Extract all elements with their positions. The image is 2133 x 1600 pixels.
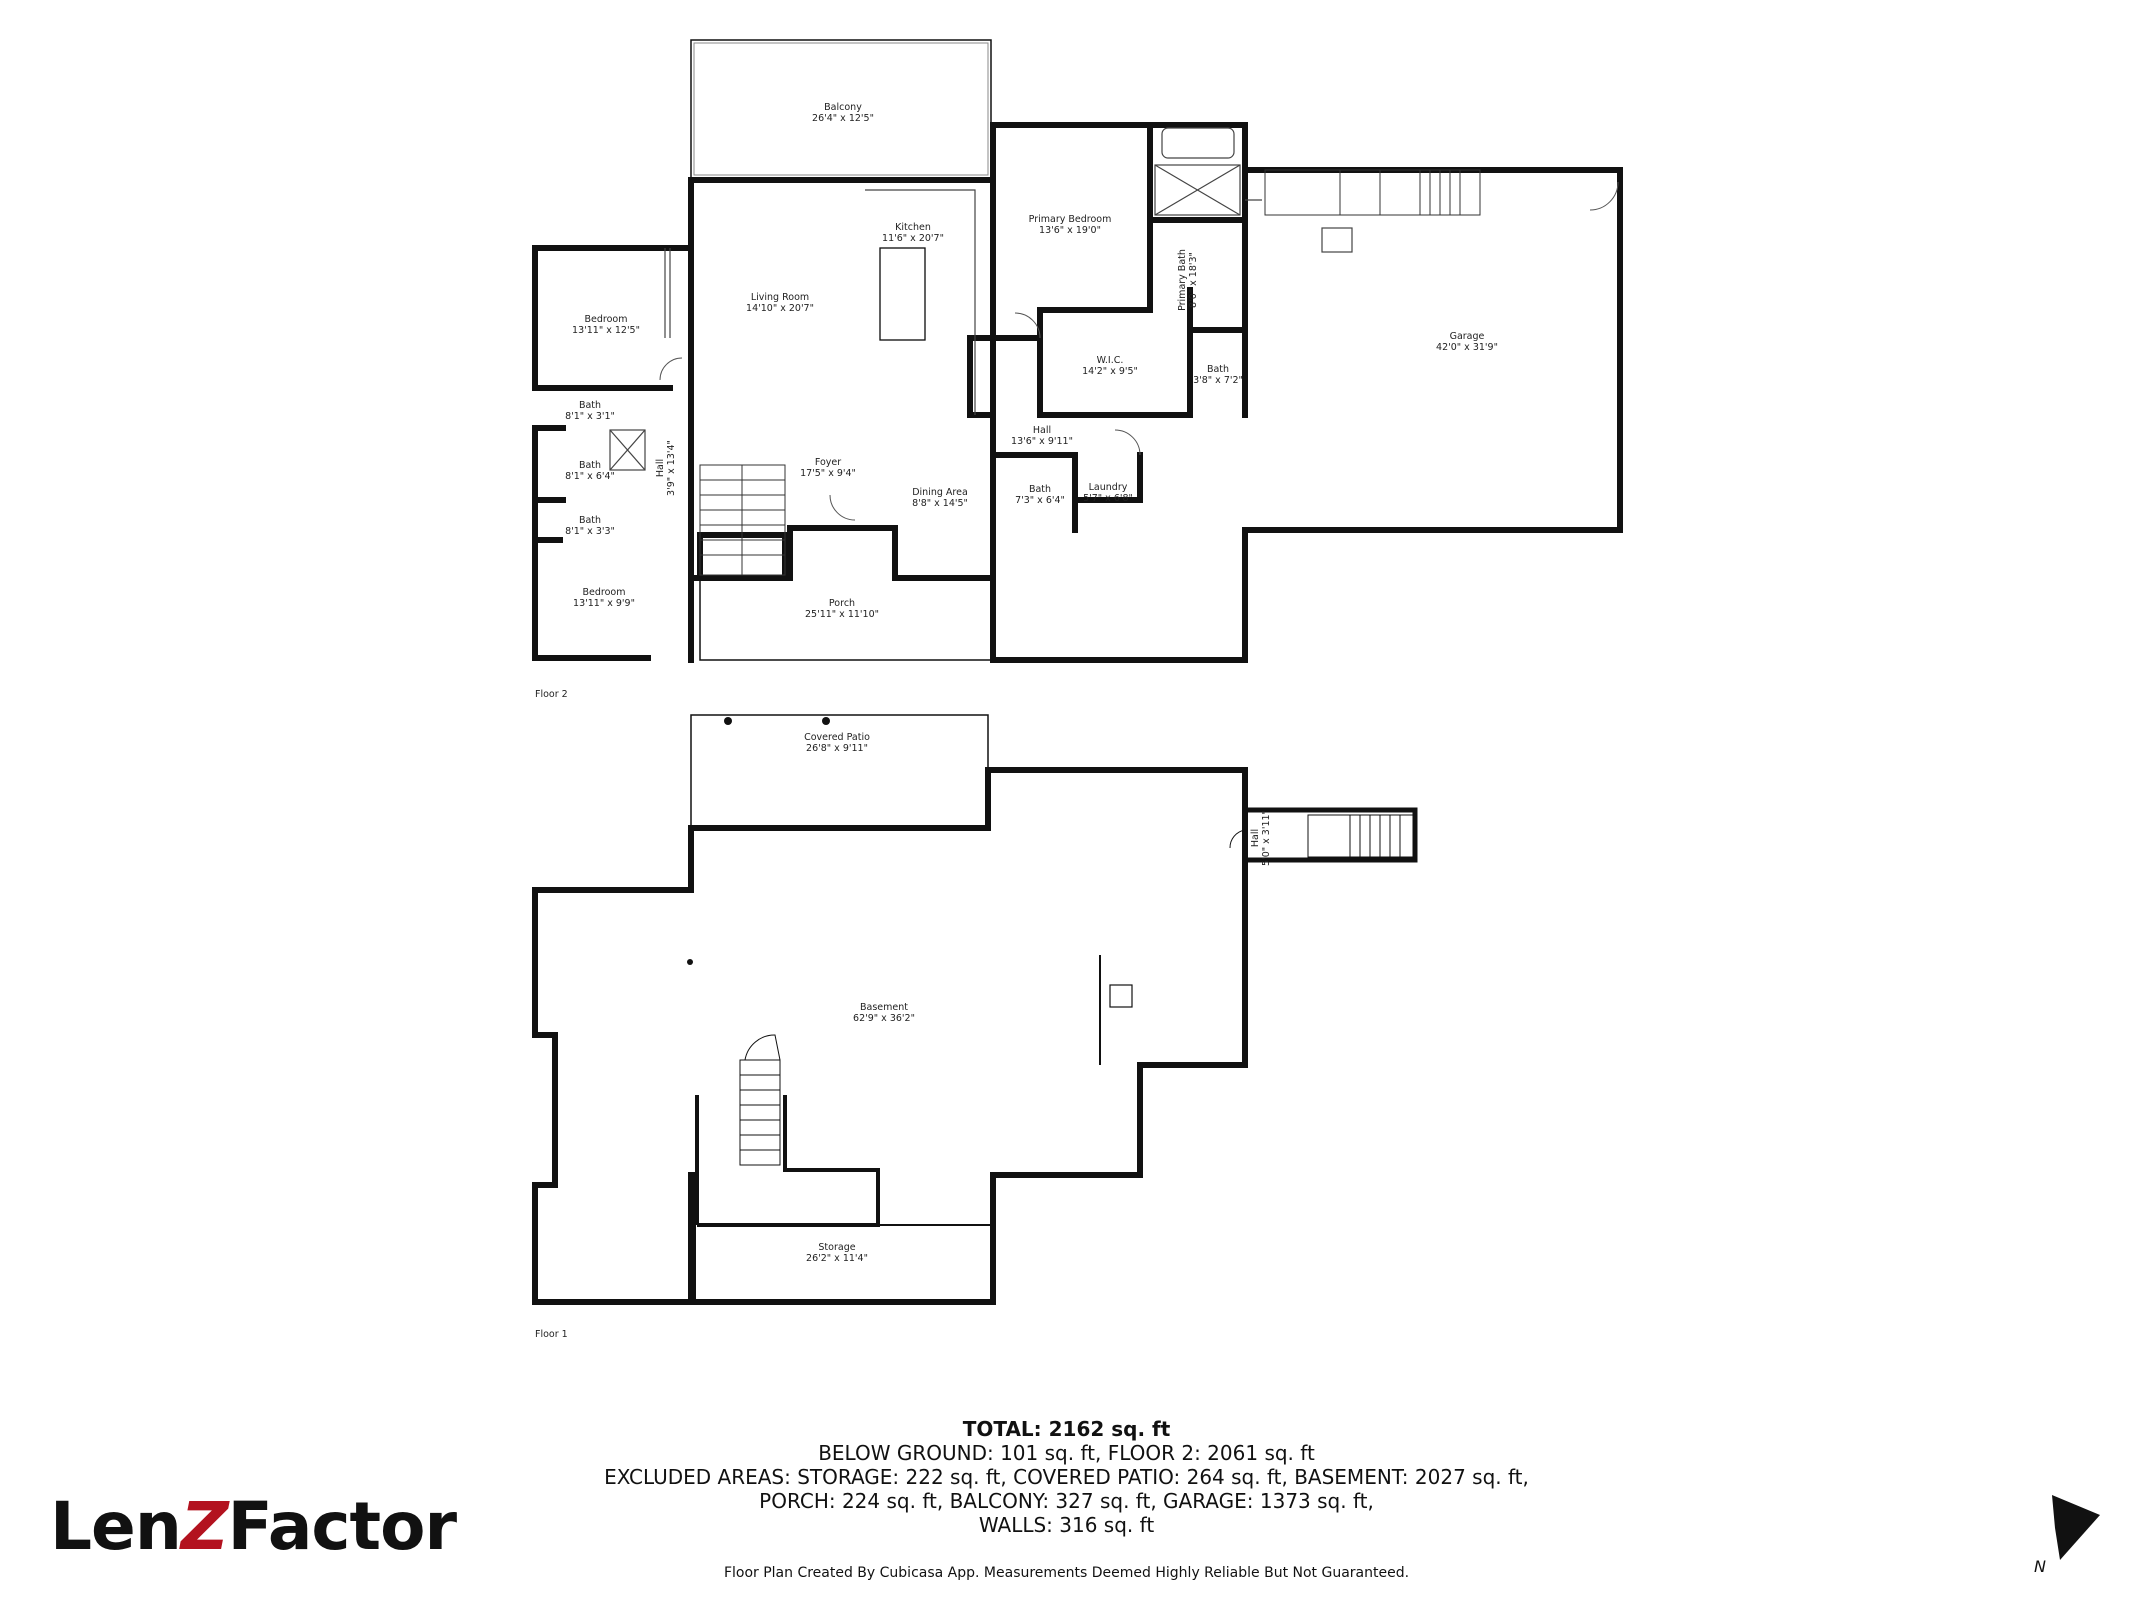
room-dims-bath-small: 3'8" x 7'2"	[1193, 375, 1243, 386]
room-name-hall-side: Hall	[655, 459, 666, 477]
room-dims-bath-1: 8'1" x 3'1"	[565, 411, 615, 422]
floor-2-labels: Balcony 26'4" x 12'5" Kitchen 11'6" x 20…	[535, 102, 1498, 700]
room-dims-basement: 62'9" x 36'2"	[853, 1013, 915, 1024]
floor-1-plan	[532, 714, 1418, 1305]
room-name-bath-2: Bath	[579, 460, 601, 471]
room-name-living-room: Living Room	[751, 292, 809, 303]
room-name-kitchen: Kitchen	[895, 222, 931, 233]
room-dims-bath-3: 7'3" x 6'4"	[1015, 495, 1065, 506]
room-dims-storage: 26'2" x 11'4"	[806, 1253, 868, 1264]
room-name-porch: Porch	[829, 598, 855, 609]
room-dims-hall-side: 3'9" x 13'4"	[666, 440, 677, 496]
room-name-storage: Storage	[818, 1242, 855, 1253]
room-dims-foyer: 17'5" x 9'4"	[800, 468, 856, 479]
summary-line-3: PORCH: 224 sq. ft, BALCONY: 327 sq. ft, …	[759, 1489, 1374, 1513]
room-dims-bath-4: 8'1" x 3'3"	[565, 526, 615, 537]
room-name-bedroom-2: Bedroom	[583, 587, 626, 598]
total-area: TOTAL: 2162 sq. ft	[962, 1417, 1171, 1441]
room-dims-hall-main: 13'6" x 9'11"	[1011, 436, 1073, 447]
room-dims-covered-patio: 26'8" x 9'11"	[806, 743, 868, 754]
floor-2-label: Floor 2	[535, 689, 568, 700]
logo-text-z: Z	[180, 1488, 229, 1565]
room-name-covered-patio: Covered Patio	[804, 732, 870, 743]
room-name-laundry: Laundry	[1089, 482, 1128, 493]
room-name-garage: Garage	[1450, 331, 1485, 342]
room-name-primary-bath: Primary Bath	[1177, 249, 1188, 311]
company-logo: LenZFactor	[50, 1488, 457, 1565]
disclaimer-text: Floor Plan Created By Cubicasa App. Meas…	[723, 1565, 1410, 1581]
logo-text-part-2: Factor	[227, 1488, 457, 1565]
room-name-hall-lower: Hall	[1250, 829, 1261, 847]
room-name-primary-bedroom: Primary Bedroom	[1029, 214, 1112, 225]
room-name-balcony: Balcony	[824, 102, 862, 113]
room-dims-balcony: 26'4" x 12'5"	[812, 113, 874, 124]
kitchen-island	[879, 247, 926, 341]
room-dims-bath-2: 8'1" x 6'4"	[565, 471, 615, 482]
room-dims-living-room: 14'10" x 20'7"	[746, 303, 814, 314]
room-name-wic: W.I.C.	[1097, 355, 1124, 366]
summary-line-1: BELOW GROUND: 101 sq. ft, FLOOR 2: 2061 …	[818, 1441, 1315, 1465]
room-dims-hall-lower: 5'0" x 3'11"	[1261, 810, 1272, 866]
room-dims-primary-bath: 8'0" x 18'3"	[1188, 252, 1199, 308]
room-dims-bedroom-1: 13'11" x 12'5"	[572, 325, 640, 336]
room-dims-bedroom-2: 13'11" x 9'9"	[573, 598, 635, 609]
room-dims-dining-area: 8'8" x 14'5"	[912, 498, 968, 509]
north-letter: N	[2034, 1557, 2046, 1576]
room-name-bedroom-1: Bedroom	[585, 314, 628, 325]
room-name-bath-1: Bath	[579, 400, 601, 411]
room-name-foyer: Foyer	[815, 457, 841, 468]
covered-patio-outline	[690, 714, 989, 828]
room-name-bath-small: Bath	[1207, 364, 1229, 375]
floor-1-labels: Covered Patio 26'8" x 9'11" Hall 5'0" x …	[535, 732, 1272, 1340]
room-name-hall-main: Hall	[1033, 425, 1051, 436]
room-name-dining-area: Dining Area	[912, 487, 968, 498]
area-summary: TOTAL: 2162 sq. ft BELOW GROUND: 101 sq.…	[0, 1417, 2133, 1537]
room-name-bath-3: Bath	[1029, 484, 1051, 495]
room-dims-garage: 42'0" x 31'9"	[1436, 342, 1498, 353]
room-dims-laundry: 5'7" x 6'8"	[1083, 493, 1133, 504]
logo-text-part-1: Len	[50, 1488, 182, 1565]
floor-2-plan	[532, 39, 1623, 663]
summary-line-4: WALLS: 316 sq. ft	[978, 1513, 1155, 1537]
room-dims-porch: 25'11" x 11'10"	[805, 609, 879, 620]
floor-1-label: Floor 1	[535, 1329, 568, 1340]
north-arrow-icon: N	[2034, 1495, 2100, 1576]
room-dims-wic: 14'2" x 9'5"	[1082, 366, 1138, 377]
room-dims-kitchen: 11'6" x 20'7"	[882, 233, 944, 244]
summary-line-2: EXCLUDED AREAS: STORAGE: 222 sq. ft, COV…	[604, 1465, 1529, 1489]
room-dims-primary-bedroom: 13'6" x 19'0"	[1039, 225, 1101, 236]
room-name-bath-4: Bath	[579, 515, 601, 526]
room-name-basement: Basement	[860, 1002, 908, 1013]
